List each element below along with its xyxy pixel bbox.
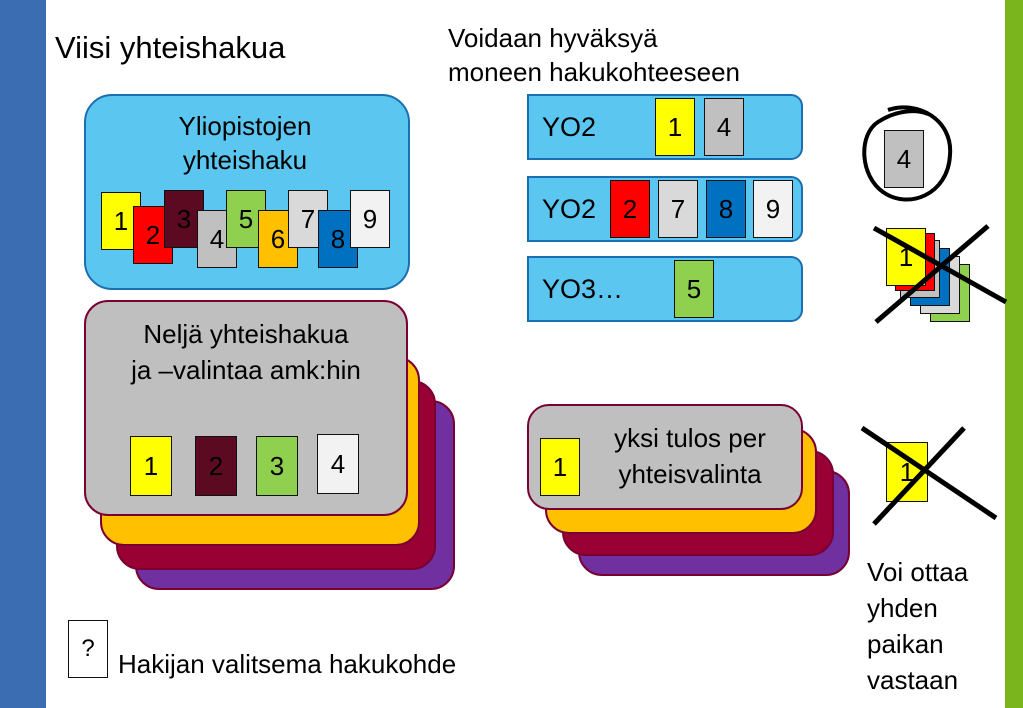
note-line-1: Voidaan hyväksyä	[448, 23, 658, 53]
row-yo2-a-card-1: 1	[655, 98, 695, 156]
row-yo2-b-card-2: 2	[610, 180, 650, 238]
amk-card-3: 3	[256, 436, 298, 496]
legend-label: Hakijan valitsema hakukohde	[118, 649, 457, 679]
caption-line-3: paikan	[867, 629, 944, 659]
cross-mark-1	[872, 224, 1008, 324]
amk-title-2: ja –valintaa amk:hin	[131, 355, 361, 385]
row-yo2-a-card-4: 4	[704, 98, 744, 156]
amk-card-1: 1	[130, 436, 172, 496]
row-yo3-card-5: 5	[674, 260, 714, 318]
caption-line-4: vastaan	[867, 665, 959, 695]
page-title: Viisi yhteishakua	[55, 30, 286, 65]
circled-card-4: 4	[884, 130, 924, 188]
circle-scribble	[862, 105, 953, 202]
row-yo3-label: YO3…	[542, 274, 624, 304]
result-card: 1	[540, 438, 580, 496]
result-line-2: yhteisvalinta	[618, 459, 762, 489]
university-title-2: yhteishaku	[182, 145, 308, 175]
cross-mark-2	[860, 425, 998, 526]
caption-line-1: Voi ottaa	[867, 557, 969, 587]
uni-card-8: 8	[318, 210, 358, 268]
row-yo2-b-card-9: 9	[753, 180, 793, 238]
row-yo3	[527, 256, 803, 322]
caption-line-2: yhden	[867, 593, 938, 623]
row-yo2-b-card-7: 7	[658, 180, 698, 238]
university-title-1: Yliopistojen	[178, 111, 312, 141]
left-accent-bar	[0, 0, 46, 708]
row-yo2-b-label: YO2	[542, 194, 597, 224]
legend-card: ?	[68, 620, 108, 678]
result-line-1: yksi tulos per	[614, 423, 766, 453]
amk-title-1: Neljä yhteishakua	[143, 319, 349, 349]
uni-card-9: 9	[350, 190, 390, 248]
amk-card-2: 2	[195, 436, 237, 496]
row-yo2-a-label: YO2	[542, 112, 597, 142]
amk-card-4: 4	[317, 434, 359, 494]
note-line-2: moneen hakukohteeseen	[448, 57, 741, 87]
uni-card-1: 1	[101, 192, 141, 250]
row-yo2-b-card-8: 8	[706, 180, 746, 238]
right-accent-bar	[1005, 0, 1023, 708]
